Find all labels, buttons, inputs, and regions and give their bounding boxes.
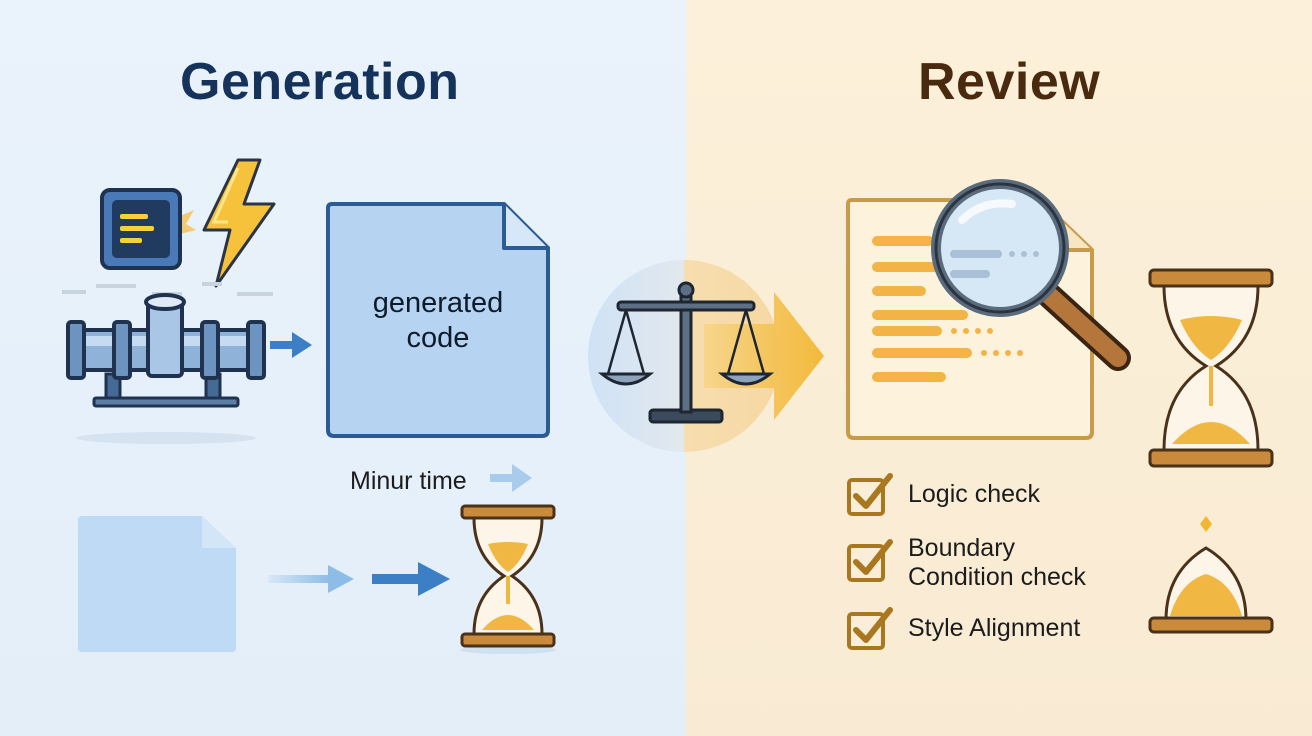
doc-line-2: code — [406, 322, 470, 354]
hourglass-icon — [1148, 516, 1274, 634]
faint-arrow-icon — [490, 464, 532, 492]
scales-icon — [588, 260, 824, 452]
magnifier-icon — [931, 179, 1131, 371]
hourglass-icon — [1148, 268, 1274, 468]
checkbox-icon — [847, 539, 893, 582]
check-label-line1: Logic check — [908, 480, 1041, 508]
faint-arrow-icon — [268, 565, 354, 593]
doc-line-1: generated — [372, 287, 504, 319]
generation-title: Generation — [180, 53, 460, 111]
checkbox-icon — [847, 607, 893, 650]
faded-document-icon — [78, 516, 236, 652]
check-item-logic: Logic check — [908, 480, 1040, 509]
arrow-right-icon — [372, 562, 450, 596]
check-label-line1: Boundary — [908, 534, 1016, 562]
time-label: Minur time — [350, 467, 467, 495]
checkbox-icon — [847, 473, 893, 516]
review-title: Review — [918, 53, 1101, 111]
document-icon — [326, 202, 550, 438]
arrow-right-icon — [270, 332, 312, 358]
check-label-line1: Style Alignment — [908, 614, 1081, 642]
hourglass-icon — [460, 504, 556, 654]
lightning-icon — [202, 158, 276, 288]
pipeline-icon — [66, 293, 266, 444]
chip-icon — [100, 188, 196, 270]
generated-code-text: generated code — [330, 286, 546, 356]
check-label-line2: Condition check — [908, 563, 1086, 591]
check-item-boundary: Boundary Condition check — [908, 534, 1086, 592]
check-item-style: Style Alignment — [908, 614, 1080, 643]
